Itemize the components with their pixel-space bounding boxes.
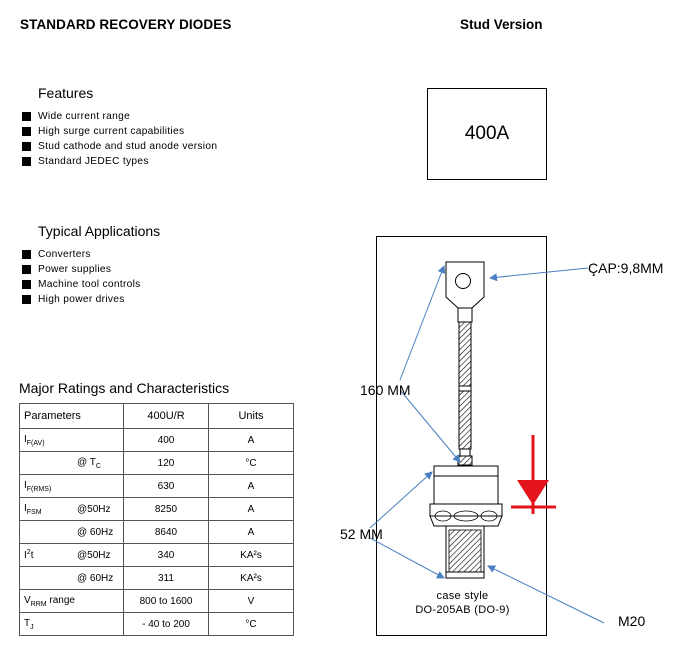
current-rating-box: 400A [427, 88, 547, 180]
table-row: TJ - 40 to 200 °C [19, 612, 294, 636]
terminal-lug [445, 261, 485, 323]
applications-title: Typical Applications [38, 223, 161, 239]
param-value: 630 [123, 474, 209, 498]
features-title: Features [38, 85, 94, 101]
param-symbol [19, 451, 73, 475]
param-unit: KA²s [208, 543, 294, 567]
case-style-line: case style [436, 590, 489, 602]
param-value: 120 [123, 451, 209, 475]
list-item: High power drives [22, 292, 141, 307]
list-item: High surge current capabilities [22, 124, 217, 139]
param-unit: A [208, 520, 294, 544]
package-drawing-frame [376, 236, 547, 636]
case-style-code: DO-205AB (DO-9) [415, 604, 510, 616]
header-model: 400U/R [123, 403, 209, 429]
hole-diameter-label: ÇAP:9,8MM [588, 260, 664, 276]
length-label: 160 MM [360, 382, 411, 398]
diode-symbol-icon [511, 435, 556, 514]
dimension-arrows [369, 265, 605, 624]
param-value: 400 [123, 428, 209, 452]
ratings-title: Major Ratings and Characteristics [19, 380, 230, 396]
param-unit: A [208, 428, 294, 452]
ratings-table: Parameters 400U/R Units IF(AV) 400 A @ T… [19, 403, 294, 636]
param-symbol: IF(AV) [19, 428, 73, 452]
document-title: STANDARD RECOVERY DIODES [20, 17, 232, 32]
param-condition [73, 474, 124, 498]
case-style-caption: case style DO-205AB (DO-9) [395, 589, 530, 617]
param-value: 8640 [123, 520, 209, 544]
table-row: I2t @50Hz 340 KA²s [19, 543, 294, 567]
param-symbol: I2t [19, 543, 73, 567]
applications-list: Converters Power supplies Machine tool c… [22, 247, 141, 307]
param-unit: KA²s [208, 566, 294, 590]
list-item: Machine tool controls [22, 277, 141, 292]
list-item: Wide current range [22, 109, 217, 124]
param-condition: @50Hz [73, 497, 124, 521]
list-item: Standard JEDEC types [22, 154, 217, 169]
current-rating-value: 400A [464, 123, 510, 144]
param-symbol: IFSM [19, 497, 73, 521]
param-unit: °C [208, 612, 294, 636]
param-value: 800 to 1600 [123, 589, 209, 613]
list-item: Stud cathode and stud anode version [22, 139, 217, 154]
table-row: @ 60Hz 311 KA²s [19, 566, 294, 590]
param-value: - 40 to 200 [123, 612, 209, 636]
table-row: @ TC 120 °C [19, 451, 294, 475]
version-label: Stud Version [460, 17, 543, 32]
body-size-label: 52 MM [340, 526, 383, 542]
table-row: @ 60Hz 8640 A [19, 520, 294, 544]
thread-label: M20 [618, 613, 646, 629]
list-item: Power supplies [22, 262, 141, 277]
list-item: Converters [22, 247, 141, 262]
param-symbol: TJ [19, 612, 73, 636]
threaded-stud [445, 525, 485, 579]
param-unit: V [208, 589, 294, 613]
table-row: IF(RMS) 630 A [19, 474, 294, 498]
lead-wire [457, 321, 473, 466]
param-condition [73, 612, 124, 636]
diode-body [429, 465, 503, 527]
param-condition: @50Hz [73, 543, 124, 567]
features-list: Wide current range High surge current ca… [22, 109, 217, 169]
table-row: IF(AV) 400 A [19, 428, 294, 452]
